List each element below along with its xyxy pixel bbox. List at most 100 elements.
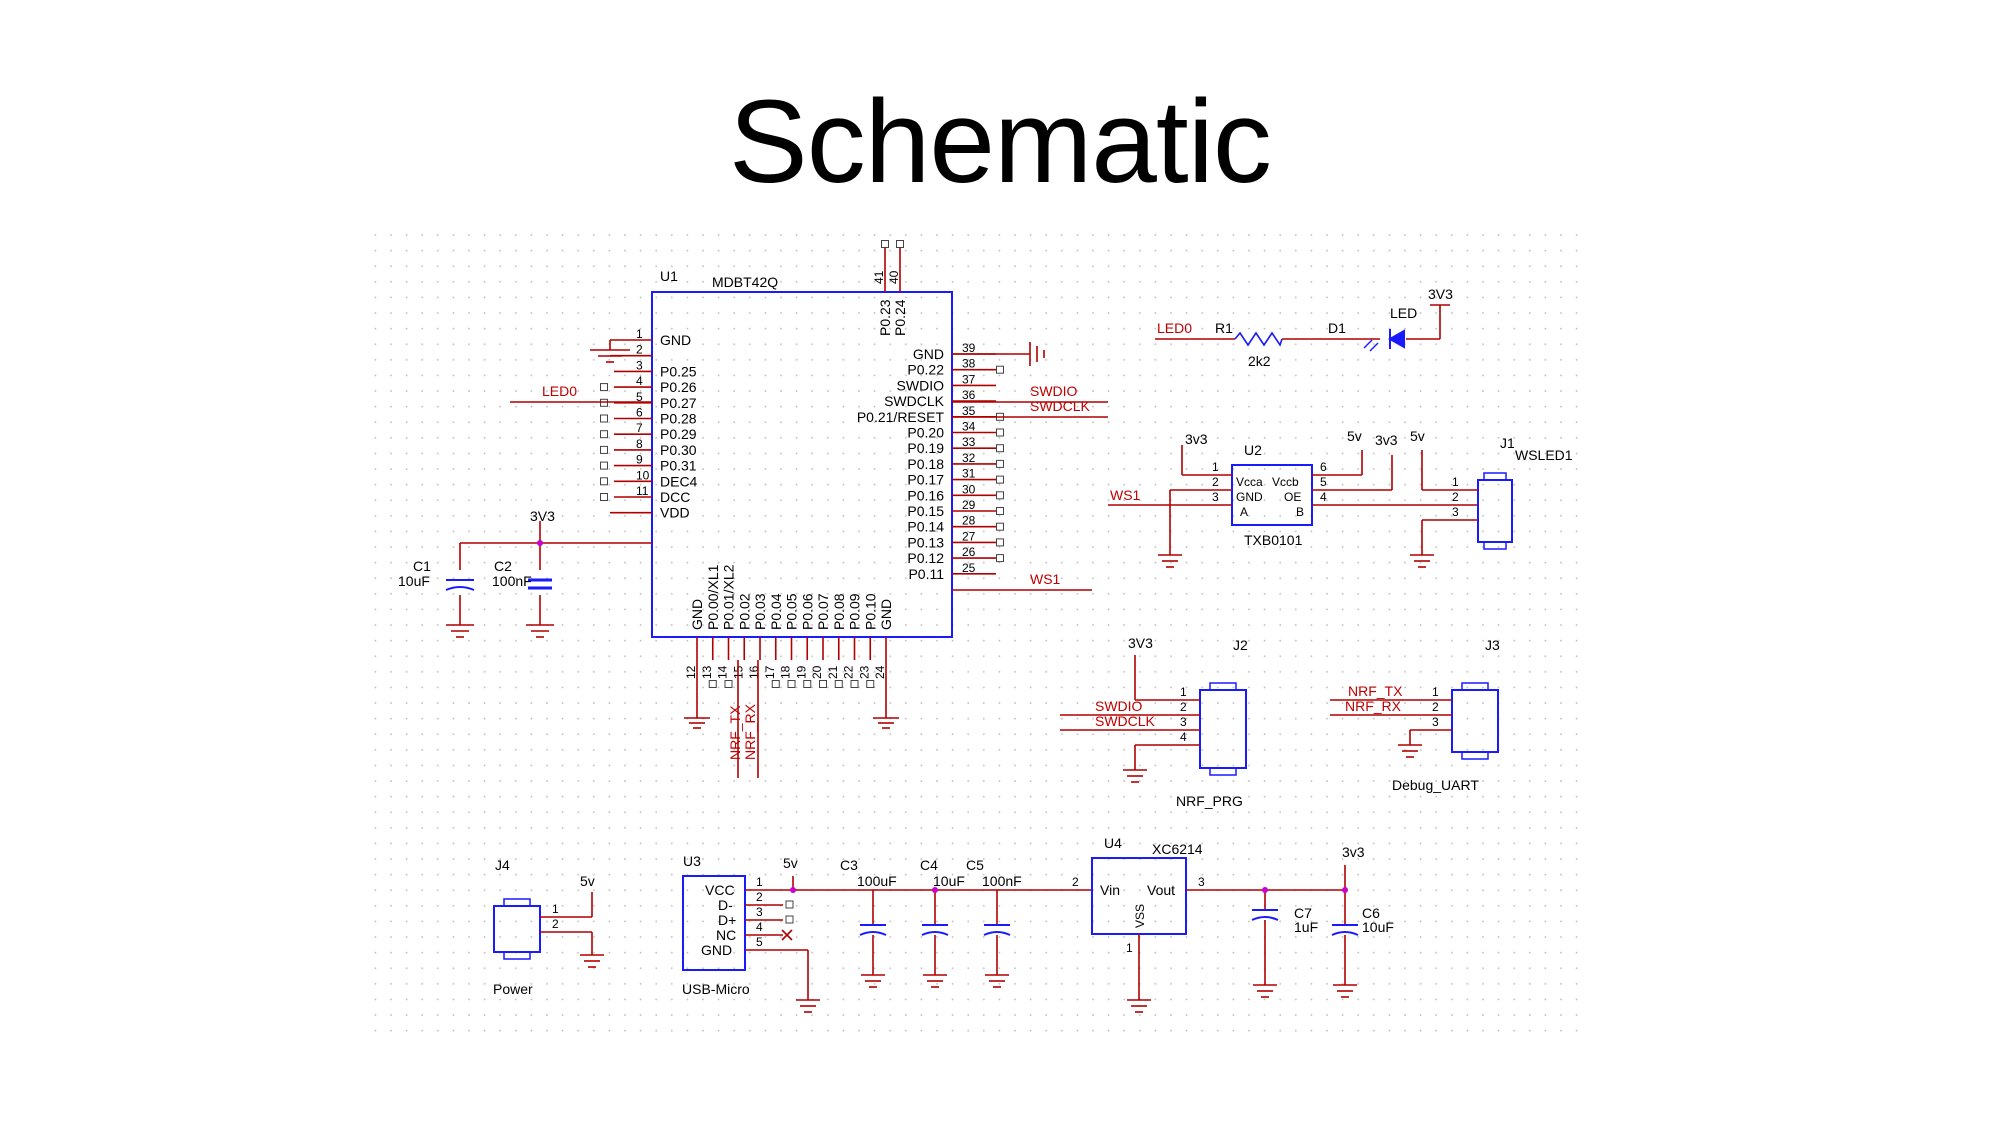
signal-nrf-rx: NRF_RX [742,703,758,760]
u1-bottom-pin-number: 16 [747,665,761,679]
u1-bottom-pin-name: P0.03 [752,593,768,630]
u1-bottom-pins: 12GND13P0.00/XL114P0.01/XL215P0.0216P0.0… [684,564,894,688]
u1-bottom-pin-name: P0.05 [784,593,800,630]
u1-left-pin-name: P0.28 [660,411,697,427]
diode-d1 [1363,329,1405,352]
j3-connector [1330,682,1499,760]
u3-pin-2: 2 [756,890,763,904]
u1-left-pin-name: P0.31 [660,458,697,474]
u1-right-pin-number: 38 [962,357,976,371]
c7-ref: C7 [1294,905,1312,921]
u1-left-pin-name: P0.26 [660,379,697,395]
u1-bottom-pin-number: 20 [810,665,824,679]
u2-pin-1: 1 [1212,460,1219,474]
power-5v-j1: 5v [1410,428,1425,444]
u1-bottom-pin-number: 22 [842,665,856,679]
c1-value: 10uF [398,573,430,589]
u2-pin-3: 3 [1212,490,1219,504]
u2-pin-5: 5 [1320,475,1327,489]
signal-ws1-u1: WS1 [1030,571,1061,587]
u2-ref: U2 [1244,442,1262,458]
junction-c7 [1262,887,1268,893]
u1-left-pin-number: 10 [636,468,650,482]
u1-bottom-no-connect [850,680,859,688]
u4-part: XC6214 [1152,841,1203,857]
u1-left-pin-number: 3 [636,358,643,372]
power-3v3-j2: 3V3 [1128,635,1153,651]
u1-left-pin-name: DCC [660,489,690,505]
slide-title: Schematic [729,76,1272,208]
c4-ref: C4 [920,857,938,873]
u3-usb-micro [682,875,1092,1013]
u1-bottom-pin-name: P0.04 [768,593,784,630]
u4-pin-vin: 2 [1072,875,1079,889]
u1-ref: U1 [660,268,678,284]
u1-left-no-connect [600,414,608,423]
power-3v3-u1: 3V3 [530,508,555,524]
c5-ref: C5 [966,857,984,873]
u3-pin-3: 3 [756,905,763,919]
u3-label-dplus: D+ [718,912,736,928]
j1-pin-1: 1 [1452,475,1459,489]
u1-right-pin-name: P0.14 [907,519,944,535]
signal-led0-u1: LED0 [542,383,577,399]
u1-bottom-pin-name: P0.10 [862,593,878,630]
j2-ref: J2 [1233,637,1248,653]
j2-name: NRF_PRG [1176,793,1243,809]
u1-right-pin-number: 32 [962,451,976,465]
u3-label-gnd: GND [701,942,732,958]
j4-connector [493,892,604,968]
u1-right-pin-name: P0.19 [907,440,944,456]
u1-right-no-connect [996,538,1004,547]
c3-ref: C3 [840,857,858,873]
u1-right-pin-number: 37 [962,372,976,386]
u1-right-pin-name: SWDIO [897,377,945,393]
u3-ref: U3 [683,853,701,869]
u1-bottom-pin-number: 13 [700,665,714,679]
u4-pin-vss: 1 [1126,941,1133,955]
u1-right-pins: 39GND38P0.2237SWDIO36SWDCLK35P0.21/RESET… [857,341,1004,582]
u1-right-pin-name: SWDCLK [884,393,945,409]
u2-label-oe: OE [1284,490,1301,504]
u1-bottom-pin-name: P0.01/XL2 [721,564,737,630]
u1-bottom-pin-number: 14 [716,665,730,679]
u1-right-pin-name: P0.11 [908,566,944,582]
u1-bottom-pin-name: P0.00/XL1 [705,564,721,630]
u1-left-pin-number: 11 [636,484,649,498]
u1-right-pin-number: 34 [962,420,976,434]
u1-right-pin-number: 26 [962,545,976,559]
u1-bottom-no-connect [771,680,780,688]
u1-bottom-pin-name: P0.06 [799,593,815,630]
u1-left-pin-name: P0.25 [660,363,697,379]
j3-pin-3: 3 [1432,715,1439,729]
u1-left-no-connect [600,383,608,392]
signal-swdio-u1: SWDIO [1030,383,1078,399]
r1-d1-wiring [1155,304,1450,340]
u3-label-dminus: D- [718,897,733,913]
u4-label-vout: Vout [1147,882,1175,898]
junction-3v3 [537,540,543,546]
u4-label-vss: VSS [1133,904,1147,928]
signal-nrf-tx: NRF_TX [727,705,743,760]
r1-ref: R1 [1215,320,1233,336]
c3-value: 100uF [857,873,897,889]
u1-right-pin-name: P0.17 [907,472,944,488]
junction-c6 [1342,887,1348,893]
u2-label-vcca: Vcca [1236,475,1263,489]
j3-pin-1: 1 [1432,685,1439,699]
u1-right-pin-number: 25 [962,561,976,575]
power-3v3-u4: 3v3 [1342,844,1365,860]
u1-left-pin-name: GND [660,332,691,348]
u3-pin-5: 5 [756,935,763,949]
u1-bottom-no-connect [724,680,733,688]
c2-ref: C2 [494,558,512,574]
u1-part: MDBT42Q [712,274,778,290]
u1-right-pin-name: P0.16 [907,487,944,503]
u3-name: USB-Micro [682,981,750,997]
signal-nrf-tx-j3: NRF_TX [1348,683,1403,699]
u1-right-pin-number: 33 [962,435,976,449]
u1-bottom-pin-name: P0.09 [847,593,863,630]
u4-pin-vout: 3 [1198,875,1205,889]
